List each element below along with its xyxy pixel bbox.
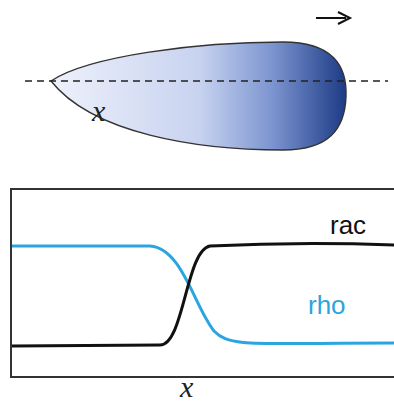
rho-curve xyxy=(12,246,394,344)
dashed-axis xyxy=(25,80,388,82)
cell-body xyxy=(51,42,346,150)
plot-frame: rac rho xyxy=(10,188,394,378)
cell-shape: x xyxy=(48,38,350,154)
axis-label: x xyxy=(180,372,193,402)
axis-label: x xyxy=(92,96,105,126)
motion-arrowhead xyxy=(338,12,350,24)
plot-border xyxy=(11,189,394,377)
curve-label: rac xyxy=(330,212,366,238)
curve-label: rho xyxy=(308,292,346,318)
rac-curve xyxy=(12,244,394,346)
motion-arrow xyxy=(316,17,346,19)
